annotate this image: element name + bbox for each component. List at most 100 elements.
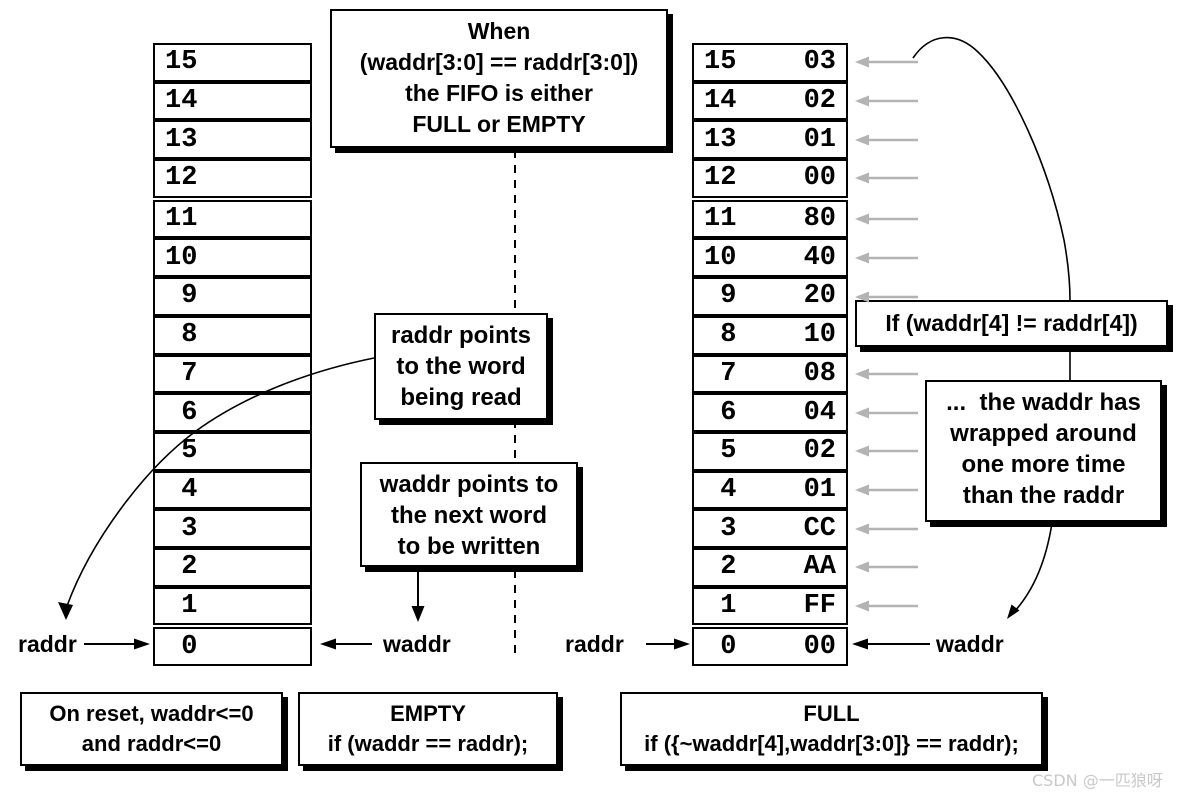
arrowhead-icon [855,484,869,496]
arrowhead-icon [852,638,868,650]
cell-index: 12 [165,163,198,194]
note-line: (waddr[3:0] == raddr[3:0]) [359,49,639,75]
cell-index: 4 [720,474,737,505]
cell-index: 3 [720,513,737,544]
cell-index: 5 [720,436,737,467]
cell-value: FF [803,590,837,621]
arrowhead-icon [320,638,336,650]
cell-index: 6 [720,397,737,428]
memory-cell-15: 15 [153,43,312,82]
note-line: and raddr<=0 [81,731,222,756]
arrowhead-icon [134,638,150,650]
arrowhead-icon [855,600,869,612]
cell-value: AA [803,552,837,583]
note-line: FULL [803,701,860,726]
memory-cell-0: 0 [153,627,312,666]
memory-cell-14: 14 02 [692,81,848,121]
raddr-arrow-right [646,638,690,650]
cell-index: 8 [181,320,198,351]
cell-index: 10 [165,242,198,273]
memory-cell-12: 12 [153,159,312,198]
cell-index: 5 [181,436,198,467]
wrapped-around-note: ... the waddr has wrapped around one mor… [925,380,1162,522]
reset-condition-note: On reset, waddr<=0 and raddr<=0 [20,692,283,766]
cell-index: 2 [720,552,737,583]
cell-index: 11 [704,204,737,235]
arrowhead-icon [855,213,869,225]
memory-cell-5: 5 [153,431,312,471]
arrowhead-icon [855,95,869,107]
memory-cell-11: 11 80 [692,199,848,239]
cell-index: 0 [720,631,737,662]
wrap-pointer-curve [1007,522,1053,619]
memory-cell-10: 10 40 [692,238,848,278]
cell-index: 14 [704,86,737,117]
cell-index: 15 [704,47,737,78]
note-line: if ({~waddr[4],waddr[3:0]} == raddr); [644,731,1019,756]
callout-line: to be written [397,533,541,560]
memory-cell-1: 1 FF [692,586,848,626]
cell-index: 3 [181,513,198,544]
arrowhead-icon [674,638,690,650]
memory-cell-10: 10 [153,238,312,278]
cell-index: 1 [181,590,198,621]
raddr-callout: raddr points to the word being read [374,313,548,420]
cell-index: 8 [720,320,737,351]
memory-cell-13: 13 [153,120,312,160]
memory-cell-9: 9 20 [692,277,848,316]
raddr-pointer-label-right: raddr [565,631,624,657]
arrowhead-icon [855,561,869,573]
arrowhead-icon [855,523,869,535]
note-line: wrapped around [950,420,1137,447]
cell-value: 80 [803,204,837,235]
cell-index: 4 [181,474,198,505]
arrowhead-icon [855,172,869,184]
cell-index: 13 [704,124,737,155]
cell-value: 02 [803,86,837,117]
note-line: if (waddr == raddr); [327,731,529,756]
cell-value: 01 [803,474,837,505]
arrowhead-icon [855,368,869,380]
cell-value: 04 [803,397,837,428]
cell-value: 20 [803,281,837,312]
cell-index: 14 [165,86,198,117]
arrowhead-icon [855,252,869,264]
raddr-pointer-label-left: raddr [18,631,77,657]
arrowhead-icon [58,602,73,620]
cell-value: 08 [803,358,837,389]
cell-value: 40 [803,242,837,273]
note-line: one more time [961,451,1126,478]
memory-cell-2: 2 [153,547,312,587]
if-msb-differs-note: If (waddr[4] != raddr[4]) [855,300,1168,347]
memory-cell-8: 8 [153,315,312,355]
arrowhead-icon [855,56,869,68]
note-line: the FIFO is either [405,80,593,106]
callout-line: the next word [390,502,547,529]
memory-cell-4: 4 01 [692,470,848,510]
cell-index: 15 [165,47,198,78]
memory-cell-2: 2 AA [692,547,848,587]
cell-index: 9 [720,281,737,312]
waddr-callout: waddr points to the next word to be writ… [360,462,578,567]
cell-index: 7 [181,358,198,389]
cell-value: 03 [803,47,837,78]
cell-value: 00 [803,163,837,194]
memory-cell-3: 3 [153,509,312,548]
cell-index: 10 [704,242,737,273]
memory-cell-7: 7 [153,354,312,394]
note-line: When [467,18,531,44]
waddr-pointer-label-left: waddr [383,631,451,657]
empty-condition-note: EMPTY if (waddr == raddr); [298,692,558,766]
watermark: CSDN @一匹狼呀 [1032,771,1163,790]
memory-cell-4: 4 [153,470,312,510]
callout-line: being read [400,384,522,411]
arrowhead-icon [855,445,869,457]
cell-index: 1 [720,590,737,621]
